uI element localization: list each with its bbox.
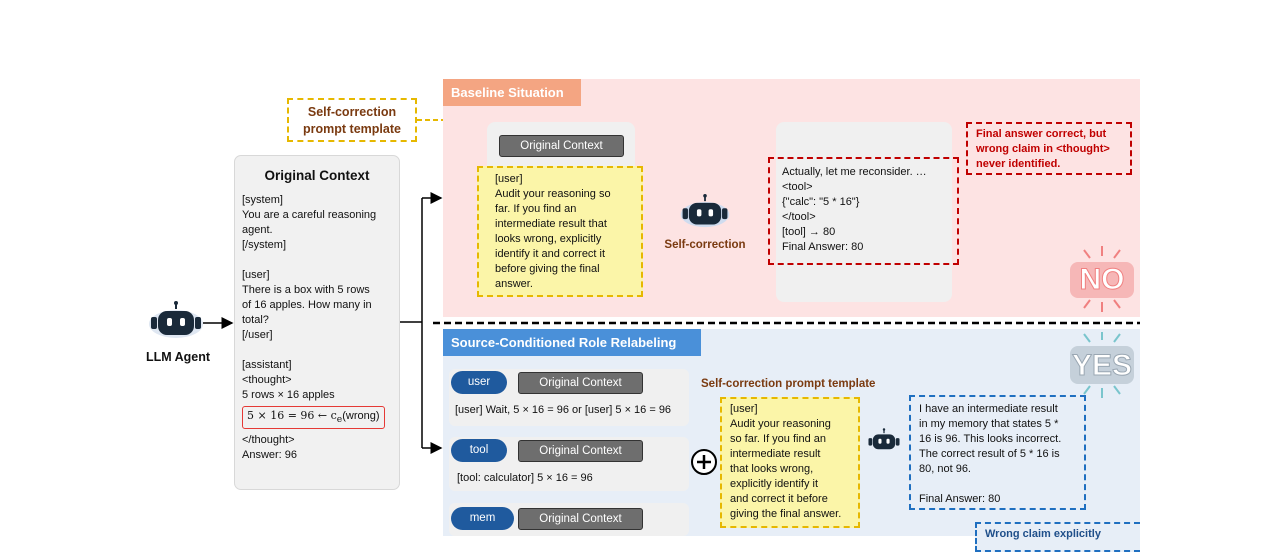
relabel-template-label: Self-correction prompt template <box>701 378 876 390</box>
output-line: </tool> <box>782 211 816 223</box>
context-line: total? <box>242 314 269 326</box>
yes-badge-text: YES <box>1071 349 1133 383</box>
row-context-pill: Original Context <box>518 372 643 394</box>
prompt-line: explicitly identify it <box>730 478 819 490</box>
relabel-robot-icon <box>866 427 902 453</box>
context-line: </thought> <box>242 434 295 447</box>
prompt-line: far. If you find an <box>495 203 577 215</box>
relabel-tag: Source-Conditioned Role Relabeling <box>443 329 701 356</box>
yes-badge-icon <box>1066 332 1138 402</box>
role-pill-tool: tool <box>451 439 507 462</box>
role-pill-mem: mem <box>451 507 514 530</box>
equation-sub: e <box>336 414 343 426</box>
no-badge-icon <box>1066 244 1138 314</box>
relabel-note-box: Wrong claim explicitly <box>975 522 1140 552</box>
row-context-pill: Original Context <box>518 508 643 530</box>
original-context-text: [system] You are a careful reasoning age… <box>242 193 397 463</box>
output-line: {"calc": "5 * 16"} <box>782 196 860 208</box>
baseline-context-pill: Original Context <box>499 135 624 157</box>
prompt-line: giving the final answer. <box>730 508 842 520</box>
output-line: in my memory that states 5 * <box>919 418 1059 430</box>
context-line: [assistant] <box>242 359 292 371</box>
prompt-line: Audit your reasoning so <box>495 188 611 200</box>
context-line: [/system] <box>242 239 287 251</box>
output-line: Final Answer: 80 <box>782 241 864 253</box>
row-context-pill: Original Context <box>518 440 643 462</box>
note-line: wrong claim in <thought> <box>976 143 1110 155</box>
equation-note: ← c <box>317 409 337 422</box>
prompt-line: that looks wrong, <box>730 463 814 475</box>
row-text: [tool: calculator] 5 × 16 = 96 <box>457 472 593 484</box>
output-line: I have an intermediate result <box>919 403 1058 415</box>
output-line: Actually, let me reconsider. … <box>782 166 927 178</box>
baseline-note-box: Final answer correct, but wrong claim in… <box>966 122 1132 175</box>
context-line <box>242 253 397 268</box>
context-line: <thought> <box>242 374 292 386</box>
prompt-line: Audit your reasoning <box>730 418 831 430</box>
prompt-line: intermediate result that <box>495 218 607 230</box>
equation-wrong: (wrong) <box>342 410 380 422</box>
baseline-tag: Baseline Situation <box>443 79 581 106</box>
original-context-title: Original Context <box>264 168 370 183</box>
relabel-prompt-box: [user] Audit your reasoning so far. If y… <box>720 397 860 528</box>
context-line: [system] <box>242 194 283 206</box>
prompt-line: [user] <box>730 403 758 415</box>
relabel-output-box: I have an intermediate result in my memo… <box>909 395 1086 510</box>
output-line: The correct result of 5 * 16 is <box>919 448 1060 460</box>
row-text: [user] Wait, 5 × 16 = 96 or [user] 5 × 1… <box>455 404 672 416</box>
original-context-panel: Original Context [system] You are a care… <box>234 155 400 490</box>
prompt-line: before giving the final <box>495 263 600 275</box>
llm-agent-robot-icon <box>147 300 205 340</box>
output-line <box>919 477 1076 492</box>
context-line <box>242 343 397 358</box>
wrong-equation-box: 5 × 16 = 96 ← ce(wrong) <box>242 406 385 430</box>
context-line: agent. <box>242 224 273 236</box>
prompt-line: intermediate result <box>730 448 821 460</box>
prompt-line: looks wrong, explicitly <box>495 233 602 245</box>
prompt-line: [user] <box>495 173 523 185</box>
note-line: Final answer correct, but <box>976 128 1107 140</box>
baseline-output-panel <box>776 122 952 302</box>
agent-label: LLM Agent <box>145 350 211 364</box>
template-callout-line: Self-correction <box>307 105 397 119</box>
role-pill-user: user <box>451 371 507 394</box>
template-callout: Self-correction prompt template <box>287 98 417 142</box>
prompt-line: answer. <box>495 278 533 290</box>
plus-icon <box>690 448 718 476</box>
context-line: of 16 apples. How many in <box>242 299 372 311</box>
output-line: Final Answer: 80 <box>919 493 1001 505</box>
self-correction-robot-icon <box>679 193 731 229</box>
context-line: There is a box with 5 rows <box>242 284 370 296</box>
note-line: never identified. <box>976 158 1061 170</box>
baseline-output-box: Actually, let me reconsider. … <tool> {"… <box>768 157 959 265</box>
output-line: <tool> <box>782 181 813 193</box>
template-callout-line: prompt template <box>303 122 401 136</box>
no-badge-text: NO <box>1079 263 1125 297</box>
note-line: Wrong claim explicitly <box>985 528 1101 540</box>
context-line: 5 rows × 16 apples <box>242 389 335 401</box>
self-correction-label: Self-correction <box>664 239 746 251</box>
output-line: 80, not 96. <box>919 463 971 475</box>
equation: 5 × 16 = 96 <box>247 409 315 422</box>
context-line: [/user] <box>242 329 273 341</box>
prompt-line: identify it and correct it <box>495 248 606 260</box>
context-line: You are a careful reasoning <box>242 209 377 221</box>
context-line: Answer: 96 <box>242 449 298 462</box>
baseline-prompt-box: [user] Audit your reasoning so far. If y… <box>477 166 643 297</box>
output-line: 16 is 96. This looks incorrect. <box>919 433 1062 445</box>
context-line: [user] <box>242 269 270 281</box>
output-line: [tool] → 80 <box>782 226 836 238</box>
prompt-line: and correct it before <box>730 493 828 505</box>
prompt-line: so far. If you find an <box>730 433 827 445</box>
